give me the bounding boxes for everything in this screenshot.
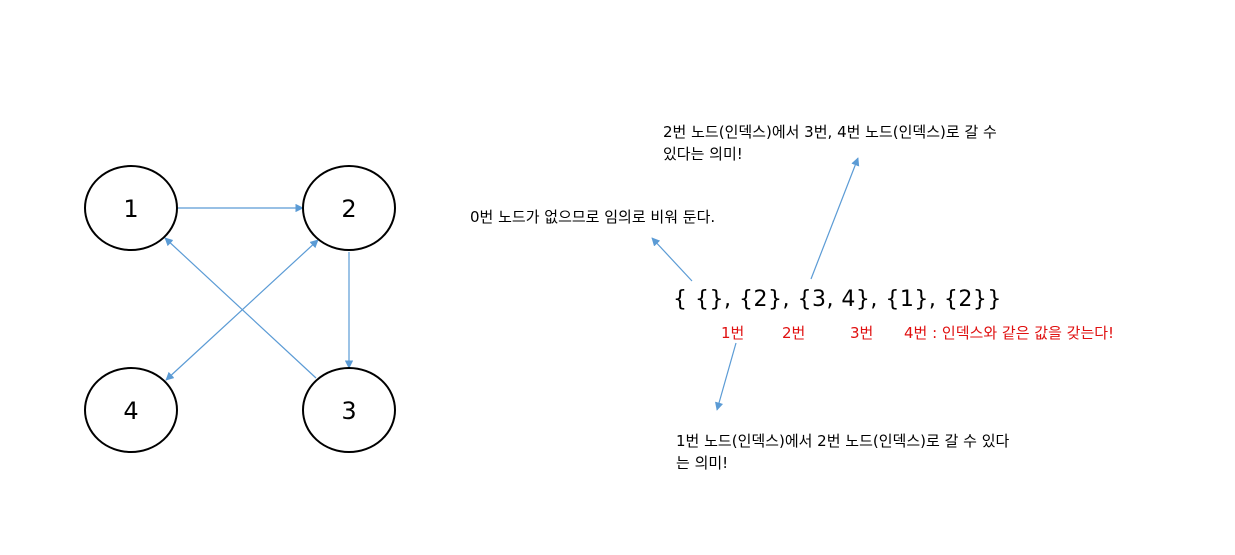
note-index-2-line1: 2번 노드(인덱스)에서 3번, 4번 노드(인덱스)로 갈 수 — [663, 123, 997, 141]
edge-3-to-1 — [164, 237, 317, 379]
index-label-2: 2번 — [782, 324, 806, 342]
adjacency-list-text: { {}, {2}, {3, 4}, {1}, {2}} — [673, 287, 1002, 312]
note-index-2-explanation: 2번 노드(인덱스)에서 3번, 4번 노드(인덱스)로 갈 수 있다는 의미! — [663, 122, 997, 166]
node-2: 2 — [302, 165, 396, 251]
node-1-label: 1 — [123, 195, 138, 223]
note-index-2-line2: 있다는 의미! — [663, 144, 743, 163]
edge-2-4-bidirectional — [165, 239, 319, 381]
index-label-3: 3번 — [850, 324, 874, 342]
node-2-label: 2 — [341, 195, 356, 223]
node-3-label: 3 — [341, 397, 356, 425]
index-label-1: 1번 — [721, 324, 745, 342]
node-4-label: 4 — [123, 397, 138, 425]
callout-arrow-index-1 — [715, 342, 737, 411]
note-index-1-line1: 1번 노드(인덱스)에서 2번 노드(인덱스)로 갈 수 있다 — [676, 432, 1010, 450]
node-1: 1 — [84, 165, 178, 251]
note-index-1-explanation: 1번 노드(인덱스)에서 2번 노드(인덱스)로 갈 수 있다 는 의미! — [676, 431, 1009, 475]
index-label-4-note: 4번 : 인덱스와 같은 값을 갖는다! — [904, 324, 1115, 342]
note-index-1-line2: 는 의미! — [676, 453, 729, 472]
node-3: 3 — [302, 367, 396, 453]
node-4: 4 — [84, 367, 178, 453]
note-empty-index-explanation: 0번 노드가 없으므로 임의로 비워 둔다. — [470, 208, 716, 226]
callout-arrow-index-2 — [810, 157, 860, 280]
callout-arrow-empty-index — [651, 237, 693, 282]
